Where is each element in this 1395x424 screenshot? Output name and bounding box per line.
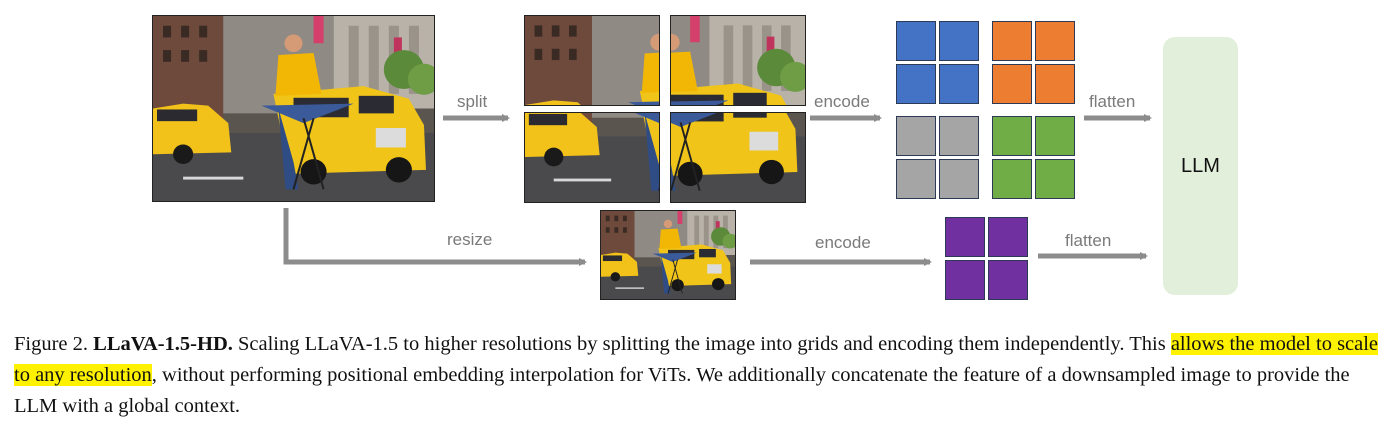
caption-prefix: Figure 2. [14,333,89,355]
split-crop-bottom-left [524,112,660,203]
split-crop-top-left [524,15,660,106]
feature-tile-blue [896,64,936,104]
feature-tile-orange [1035,21,1075,61]
diagram: LLM split encode flatten resize encode f… [152,15,1238,300]
flatten-top-label: flatten [1089,92,1136,111]
feature-tile-orange [992,21,1032,61]
feature-tile-green [1035,116,1075,156]
feature-tile-purple [945,217,985,257]
flow-arrows [283,114,1152,266]
feature-tile-orange [992,64,1032,104]
feature-tile-purple [988,260,1028,300]
resize-label: resize [447,230,493,249]
feature-tile-green [992,116,1032,156]
feature-tile-gray [896,116,936,156]
figure-caption: Figure 2. LLaVA-1.5-HD. Scaling LLaVA-1.… [14,329,1386,422]
caption-title: LLaVA-1.5-HD. [93,333,233,355]
feature-tile-orange [1035,64,1075,104]
feature-tile-blue [939,21,979,61]
resized-image [600,210,736,300]
encode-top-label: encode [814,92,870,111]
feature-tile-purple [988,217,1028,257]
encode-bottom-label: encode [815,233,871,252]
feature-tile-blue [939,64,979,104]
split-crop-bottom-right [670,112,806,203]
llm-label: LLM [1181,155,1220,177]
llm-box: LLM [1163,37,1238,295]
flatten-bottom-label: flatten [1065,231,1112,250]
resize-arrow [283,208,587,266]
split-label: split [457,92,488,111]
feature-tile-green [1035,159,1075,199]
feature-tile-gray [939,116,979,156]
feature-tile-gray [939,159,979,199]
caption-text-2: , without performing positional embeddin… [14,364,1350,417]
feature-tile-purple [945,260,985,300]
feature-tile-blue [896,21,936,61]
original-image [152,15,435,202]
feature-tile-green [992,159,1032,199]
feature-tile-gray [896,159,936,199]
split-crop-top-right [670,15,806,106]
caption-text-1: Scaling LLaVA-1.5 to higher resolutions … [238,333,1166,355]
